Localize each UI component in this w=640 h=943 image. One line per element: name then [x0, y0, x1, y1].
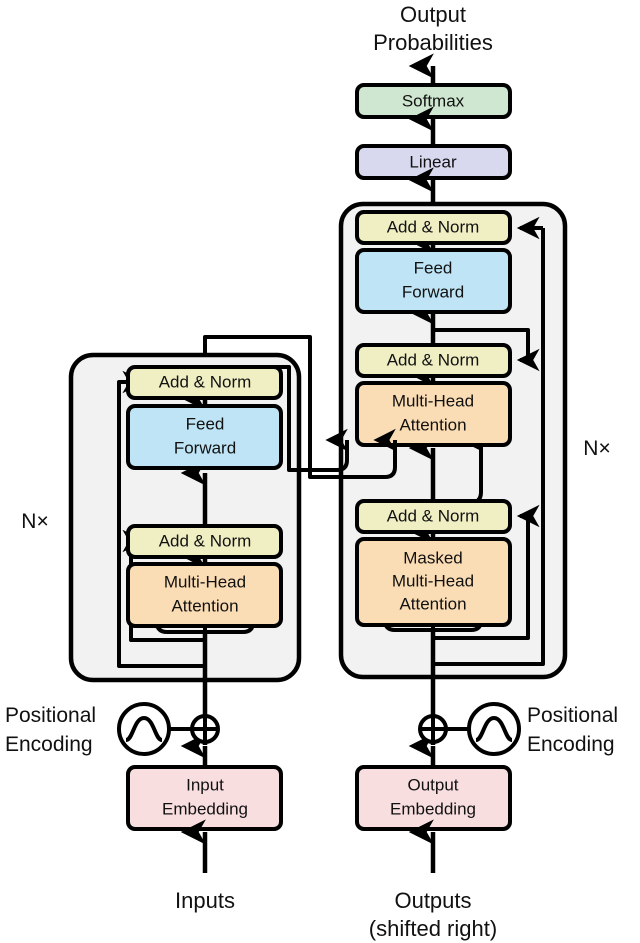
softmax-block[interactable]: Softmax	[355, 83, 512, 119]
encoder-add-norm-ff-box[interactable]	[126, 365, 283, 400]
outputs-label-line2: (shifted right)	[369, 916, 497, 941]
decoder-block-add-norm-crossattn[interactable]: Add & Norm	[355, 343, 512, 378]
encoder-pe-sine-wave	[125, 715, 163, 742]
encoder-input-section: Positional Encoding Input Embedding Inpu…	[5, 680, 283, 913]
input-embedding-line1: Input	[186, 775, 224, 794]
decoder-repeat-label: N×	[583, 437, 610, 460]
decoder-add-norm-crossattn-label: Add & Norm	[387, 350, 480, 369]
decoder-positional-encoding-label: Positional Encoding	[527, 704, 618, 756]
encoder-positional-encoding-icon	[117, 702, 171, 756]
encoder-feed-forward-line1: Feed	[186, 414, 225, 433]
output-embedding-block[interactable]: Output Embedding	[355, 765, 512, 831]
decoder-residual-outer-vertical	[433, 228, 545, 666]
decoder-masked-attention-line2: Multi-Head	[392, 571, 474, 590]
output-probabilities-line1: Output	[400, 2, 466, 27]
inputs-label: Inputs	[175, 888, 235, 913]
decoder-block-add-norm-masked[interactable]: Add & Norm	[355, 499, 512, 534]
decoder-feed-forward-line2: Forward	[402, 282, 464, 301]
encoder-pe-circle	[117, 702, 171, 756]
encoder-positional-add-operator	[190, 714, 220, 744]
decoder-masked-attention-line1: Masked	[403, 548, 463, 567]
decoder-feed-forward-box[interactable]	[355, 248, 512, 314]
cross-attention-connection	[203, 335, 397, 479]
decoder-positional-encoding-icon	[467, 702, 521, 756]
decoder-multi-head-attention-line2: Attention	[399, 415, 466, 434]
encoder-output-to-decoder-value	[205, 365, 349, 472]
input-embedding-line2: Embedding	[162, 799, 248, 818]
encoder-positional-encoding-label: Positional Encoding	[5, 704, 96, 756]
encoder-pe-line1: Positional	[5, 704, 96, 727]
decoder-masked-attention-line3: Attention	[399, 594, 466, 613]
encoder-pe-line2: Encoding	[5, 733, 93, 756]
decoder-add-norm-crossattn-box[interactable]	[355, 343, 512, 378]
decoder-add-norm-ff-label: Add & Norm	[387, 217, 480, 236]
softmax-label: Softmax	[402, 91, 465, 110]
decoder-add-norm-ff-box[interactable]	[355, 210, 512, 245]
encoder-add-norm-attn-label: Add & Norm	[159, 531, 252, 550]
decoder-block-add-norm-ff[interactable]: Add & Norm	[355, 210, 512, 245]
encoder-feed-forward-box[interactable]	[126, 404, 283, 470]
outputs-label-line1: Outputs	[394, 888, 471, 913]
encoder-stack: Add & Norm Feed Forward Add & Norm Multi…	[21, 352, 302, 683]
encoder-block-feed-forward[interactable]: Feed Forward	[126, 404, 283, 470]
linear-label: Linear	[409, 152, 457, 171]
encoder-output-to-decoder-key	[203, 335, 397, 479]
encoder-add-norm-attn-box[interactable]	[126, 524, 283, 559]
encoder-repeat-label: N×	[21, 510, 48, 533]
decoder-residual-into-crossattn-addnorm	[433, 328, 540, 372]
decoder-block-feed-forward[interactable]: Feed Forward	[355, 248, 512, 314]
encoder-block-add-norm-ff[interactable]: Add & Norm	[126, 365, 283, 400]
output-probabilities-label: Output Probabilities	[373, 2, 493, 55]
linear-block[interactable]: Linear	[355, 144, 512, 180]
encoder-multi-head-attention-line2: Attention	[171, 596, 238, 615]
decoder-block-masked-multi-head-attention[interactable]: Masked Multi-Head Attention	[355, 537, 512, 627]
decoder-add-norm-masked-box[interactable]	[355, 499, 512, 534]
decoder-block-multi-head-attention[interactable]: Multi-Head Attention	[355, 381, 512, 447]
decoder-residual-into-masked-addnorm	[433, 504, 540, 640]
decoder-pe-line1: Positional	[527, 704, 618, 727]
output-embedding-line2: Embedding	[390, 799, 476, 818]
encoder-block-add-norm-attn[interactable]: Add & Norm	[126, 524, 283, 559]
decoder-add-norm-masked-label: Add & Norm	[387, 506, 480, 525]
input-embedding-block[interactable]: Input Embedding	[126, 765, 283, 831]
decoder-pe-line2: Encoding	[527, 733, 615, 756]
encoder-add-norm-ff-label: Add & Norm	[159, 372, 252, 391]
output-probabilities-line2: Probabilities	[373, 30, 493, 55]
decoder-stack: Add & Norm Feed Forward Add & Norm Multi…	[338, 201, 611, 680]
encoder-multi-head-attention-line1: Multi-Head	[164, 572, 246, 591]
decoder-masked-attention-box[interactable]	[355, 537, 512, 627]
encoder-feed-forward-line2: Forward	[174, 438, 236, 457]
decoder-positional-add-operator	[418, 714, 448, 744]
decoder-pe-circle	[467, 702, 521, 756]
encoder-block-multi-head-attention[interactable]: Multi-Head Attention	[126, 562, 283, 628]
decoder-input-section: Positional Encoding Output Embedding Out…	[355, 677, 618, 941]
decoder-feed-forward-line1: Feed	[414, 258, 453, 277]
output-embedding-line1: Output	[407, 775, 458, 794]
decoder-pe-sine-wave	[475, 715, 513, 742]
decoder-multi-head-attention-line1: Multi-Head	[392, 391, 474, 410]
encoder-multi-head-attention-box[interactable]	[126, 562, 283, 628]
